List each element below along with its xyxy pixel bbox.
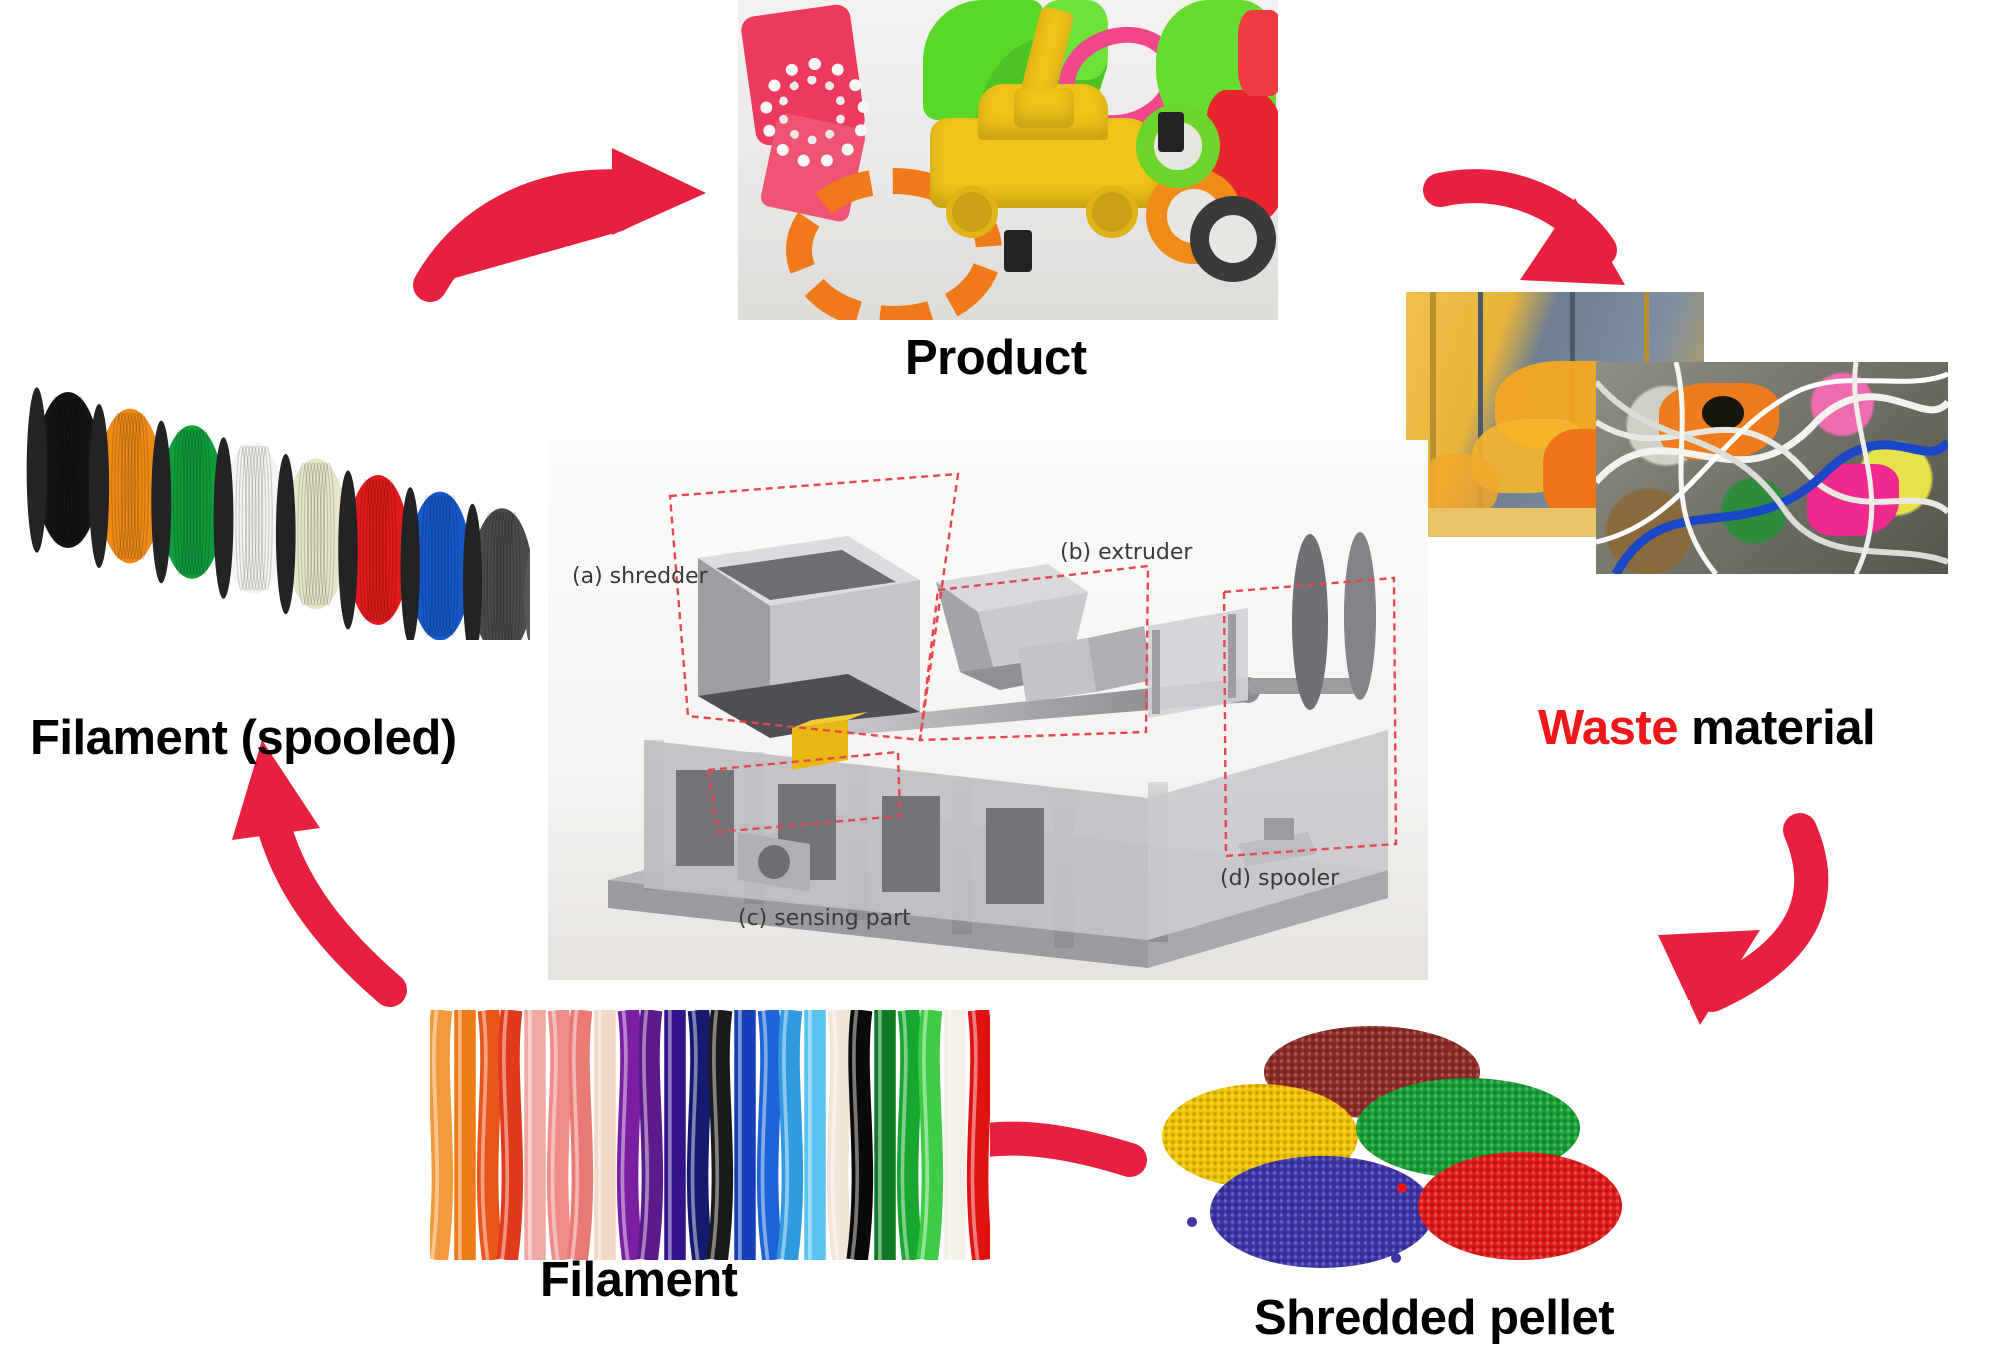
caption-spooled: Filament (spooled) [30, 711, 457, 765]
machine-callout-shredder: (a) shredder [572, 564, 708, 589]
filament-photo [430, 1010, 990, 1260]
machine-callout-sensing: (c) sensing part [738, 906, 911, 931]
caption-product: Product [905, 331, 1087, 385]
arrow-product-to-waste [1423, 169, 1625, 285]
arrow-waste-to-pellet [1658, 813, 1829, 1025]
caption-filament: Filament [540, 1253, 738, 1307]
arrow-spooled-to-product [413, 148, 706, 302]
spool-photo [10, 350, 530, 640]
caption-pellet: Shredded pellet [1254, 1291, 1615, 1345]
arrow-filament-to-spooled [232, 740, 407, 1007]
caption-waste-red: Waste [1538, 701, 1679, 755]
machine-callout-spooler: (d) spooler [1220, 866, 1340, 891]
waste-photo-scrap [1596, 362, 1948, 574]
caption-waste: Waste material [1538, 700, 1876, 756]
product-photo [738, 0, 1278, 320]
caption-waste-black: material [1678, 701, 1876, 755]
pellet-photo [1150, 1000, 1690, 1300]
machine-photo: (a) shredder (b) extruder (c) sensing pa… [548, 440, 1428, 980]
machine-callout-extruder: (b) extruder [1060, 540, 1193, 565]
